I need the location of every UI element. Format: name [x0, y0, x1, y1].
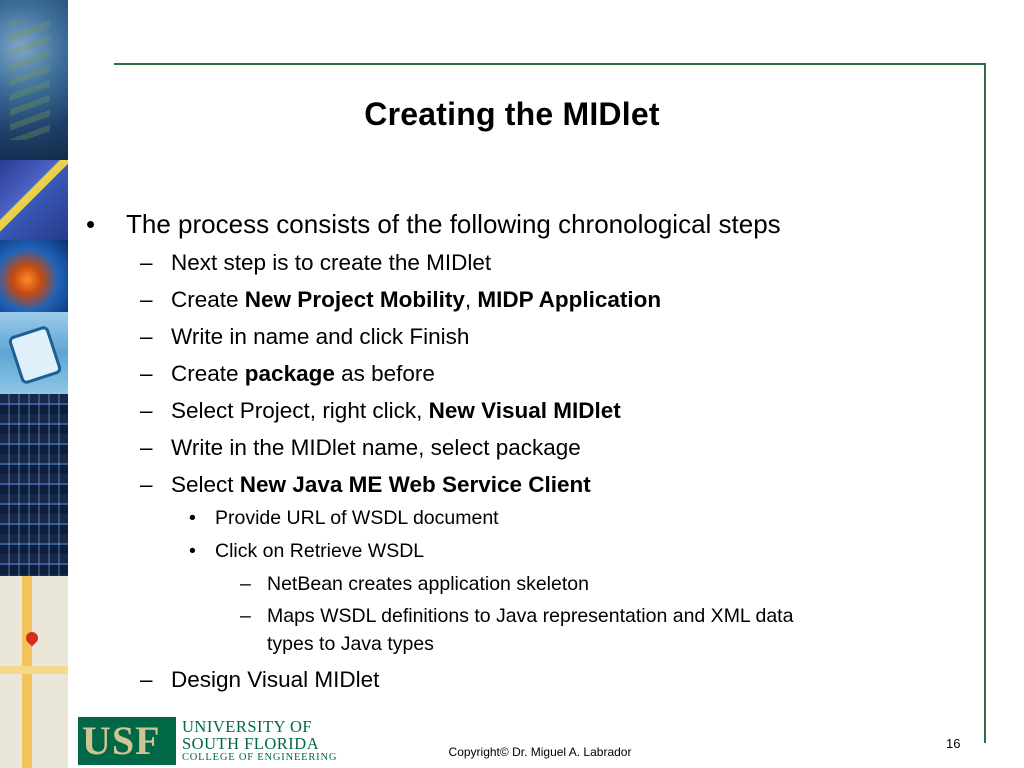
- step-create-midlet: Next step is to create the MIDlet: [171, 250, 492, 275]
- dash-marker: –: [240, 573, 251, 595]
- step-bold-text: New Project Mobility: [244, 287, 465, 312]
- dash-marker: –: [240, 605, 251, 627]
- step-text: Select: [171, 472, 240, 497]
- satellite-earth-image: [0, 0, 68, 160]
- usf-logo-letters: USF: [82, 718, 161, 763]
- usf-logo-line2: SOUTH FLORIDA: [182, 734, 320, 753]
- step-bold-text: MIDP Application: [477, 287, 662, 312]
- step-bold-text: New Java ME Web Service Client: [239, 472, 591, 497]
- substep-provide-url: Provide URL of WSDL document: [215, 507, 499, 529]
- bullet-level1-process: The process consists of the following ch…: [126, 209, 781, 239]
- dash-marker: –: [140, 250, 153, 275]
- street-map-image: [0, 576, 68, 768]
- mobile-phone-image: [0, 312, 68, 394]
- step-text: Create: [171, 361, 245, 386]
- dash-marker: –: [140, 287, 153, 312]
- dash-marker: –: [140, 324, 153, 349]
- step-write-midlet-name: Write in the MIDlet name, select package: [171, 435, 581, 460]
- slide-title: Creating the MIDlet: [364, 96, 660, 132]
- detail-maps-wsdl-continued: types to Java types: [267, 633, 434, 655]
- bullet-marker: •: [86, 209, 96, 239]
- step-web-service-client: Select New Java ME Web Service Client: [171, 472, 591, 498]
- decorative-image-strip: [0, 0, 68, 768]
- page-number: 16: [946, 736, 961, 751]
- frame-top-line: [114, 63, 986, 65]
- step-select-project: Select Project, right click, New Visual …: [171, 398, 621, 424]
- circuit-board-image: [0, 394, 68, 576]
- bullet-marker: •: [189, 507, 196, 529]
- satellite-cartoon-image: [0, 160, 68, 240]
- dash-marker: –: [140, 398, 153, 423]
- usf-logo-box: USF: [78, 717, 176, 765]
- dash-marker: –: [140, 361, 153, 386]
- step-bold-text: package: [244, 361, 335, 386]
- dash-marker: –: [140, 435, 153, 460]
- step-design-visual-midlet: Design Visual MIDlet: [171, 667, 380, 692]
- usf-logo: USF UNIVERSITY OF SOUTH FLORIDA COLLEGE …: [78, 717, 336, 765]
- step-create-package: Create package as before: [171, 361, 435, 387]
- step-text: Select Project, right click,: [171, 398, 429, 423]
- frame-right-line: [984, 63, 986, 743]
- step-bold-text: New Visual MIDlet: [428, 398, 621, 423]
- step-new-project: Create New Project Mobility, MIDP Applic…: [171, 287, 661, 313]
- usf-logo-line3: COLLEGE OF ENGINEERING: [182, 752, 338, 763]
- step-text: as before: [334, 361, 435, 386]
- step-text: Create: [171, 287, 245, 312]
- copyright-notice: Copyright© Dr. Miguel A. Labrador: [448, 745, 632, 759]
- step-text: ,: [464, 287, 478, 312]
- detail-maps-wsdl: Maps WSDL definitions to Java representa…: [267, 605, 794, 627]
- step-write-name: Write in name and click Finish: [171, 324, 470, 349]
- substep-retrieve-wsdl: Click on Retrieve WSDL: [215, 540, 425, 562]
- dash-marker: –: [140, 472, 153, 497]
- bullet-marker: •: [189, 540, 196, 562]
- usf-logo-line1: UNIVERSITY OF: [182, 717, 313, 736]
- detail-netbean-skeleton: NetBean creates application skeleton: [267, 573, 589, 595]
- dash-marker: –: [140, 667, 153, 692]
- brain-scan-image: [0, 240, 68, 312]
